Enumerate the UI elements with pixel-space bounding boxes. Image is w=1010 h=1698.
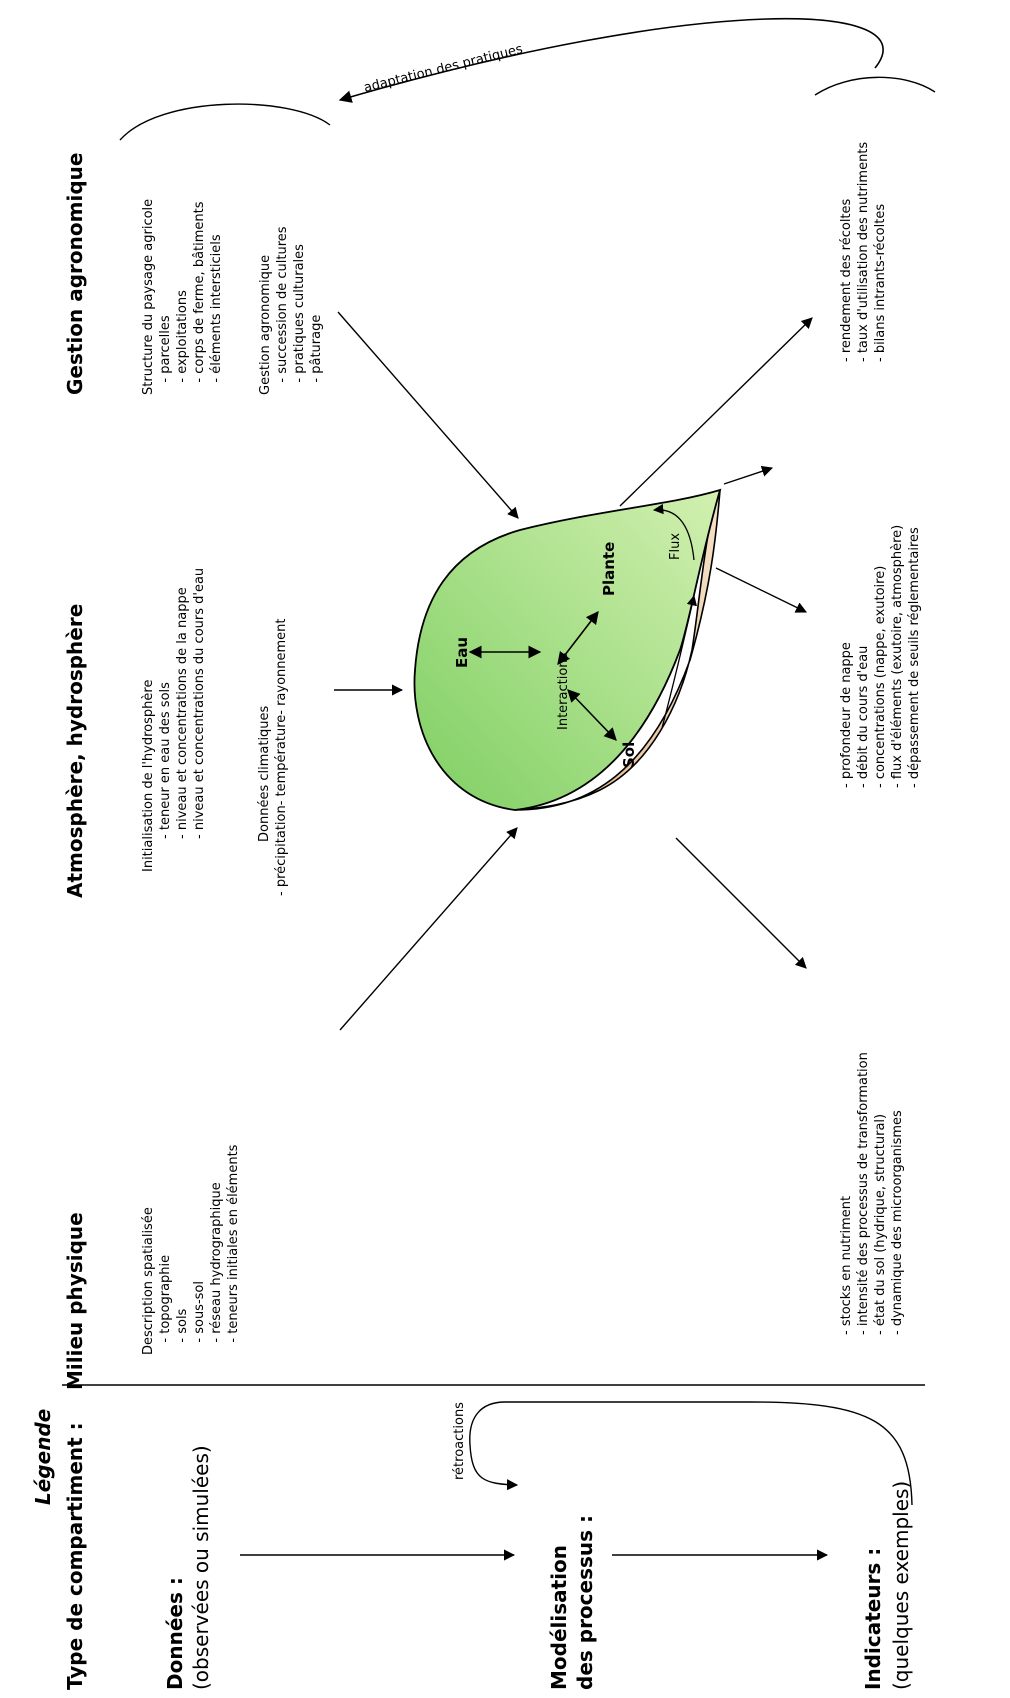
legend-retroactions: rétroactions (452, 1402, 467, 1480)
flux-arrow-return (652, 503, 695, 561)
indicator-line: - rendement des récoltes (839, 198, 854, 362)
arrow-to-plante-indicators (619, 317, 813, 507)
legend-indicateurs: Indicateurs : (861, 1548, 885, 1690)
legend-indicateurs-sub: (quelques exemples) (889, 1481, 913, 1690)
gestion-block: Gestion agronomique Structure du paysage… (63, 153, 324, 395)
milieu-physique-title: Milieu physique (63, 1212, 87, 1390)
climate-title: Données climatiques (257, 705, 272, 842)
gestion-structure-line: - corps de ferme, bâtiments (192, 201, 207, 395)
indicator-line: - bilans intrants-récoltes (873, 204, 888, 362)
adaptation-arrow (338, 17, 884, 103)
label-sol: Sol (620, 742, 638, 768)
indicator-line: - dynamique des microorganismes (890, 1110, 905, 1335)
label-interactions: Interactions (556, 652, 571, 730)
milieu-line: - topographie (158, 1255, 173, 1355)
climate-list: - précipitation- température- rayonnemen… (274, 618, 289, 896)
indicator-line: - flux d'éléments (exutoire, atmosphère) (890, 525, 905, 788)
legend-retroaction-loop (469, 1401, 913, 1506)
label-eau: Eau (453, 637, 471, 668)
indicators-bracket (814, 76, 936, 96)
atmo-line: - niveau et concentrations du cours d'ea… (192, 568, 207, 872)
label-flux: Flux (668, 533, 683, 560)
feedback-loop: adaptation des pratiques (119, 17, 936, 141)
gestion-agro-line: - pratiques culturales (292, 244, 307, 395)
indicators-eau: - profondeur de nappe - débit du cours d… (839, 525, 922, 788)
arrow-to-atmosphere (723, 465, 774, 485)
atmo-line: Initialisation de l'hydrosphère (141, 680, 156, 872)
interaction-sol-arrow (567, 689, 617, 741)
milieu-line: - sols (175, 1308, 190, 1355)
arrow-gestion (337, 311, 519, 519)
atmosphere-block: Atmosphère, hydrosphère Initialisation d… (63, 568, 289, 898)
gestion-structure-line: - parcelles (158, 315, 173, 395)
legend-modelisation-1: Modélisation (547, 1545, 571, 1690)
process-leaf: Eau Plante Sol Interactions Flux (413, 488, 722, 811)
flux-arrow-up (661, 594, 697, 729)
legend-modelisation-2: des processus : (573, 1515, 597, 1690)
label-plante: Plante (600, 542, 618, 596)
indicator-line: - débit du cours d'eau (856, 646, 871, 788)
indicator-line: - intensité des processus de transformat… (856, 1052, 871, 1335)
atmo-line: - teneur en eau des sols (158, 682, 173, 872)
legend-type: Type de compartiment : (63, 1422, 87, 1690)
indicator-line: - profondeur de nappe (839, 642, 854, 788)
legend: Légende Type de compartiment : Données :… (31, 1401, 913, 1690)
milieu-line: - sous-sol (192, 1281, 207, 1355)
gestion-title: Gestion agronomique (63, 153, 87, 395)
arrow-to-eau-indicators (715, 567, 808, 613)
adaptation-label: adaptation des pratiques (362, 42, 524, 96)
interaction-plante-arrow (557, 610, 599, 666)
milieu-physique-block: Milieu physique Description spatialisée … (63, 1144, 241, 1390)
milieu-line: - teneurs initiales en éléments (226, 1144, 241, 1355)
gestion-structure-line: - éléments intersticiels (209, 234, 224, 395)
indicator-line: - taux d'utilisation des nutriments (856, 142, 871, 362)
atmo-line: - niveau et concentrations de la nappe (175, 587, 190, 872)
milieu-physique-list: Description spatialisée - topographie - … (141, 1144, 241, 1355)
indicators-plante: - rendement des récoltes - taux d'utilis… (839, 142, 888, 362)
gestion-structure-line: Structure du paysage agricole (141, 199, 156, 395)
gestion-agro-line: Gestion agronomique (258, 255, 273, 395)
arrow-milieu (339, 827, 518, 1031)
gestion-agro-line: - pâturage (309, 315, 324, 395)
indicator-line: - concentrations (nappe, exutoire) (873, 566, 888, 788)
legend-donnees: Données : (163, 1577, 187, 1690)
indicators-sol: - stocks en nutriment - intensité des pr… (839, 1052, 905, 1335)
gestion-agro-line: - succession de cultures (275, 226, 290, 395)
input-arrows (334, 311, 519, 1031)
indicator-line: - stocks en nutriment (839, 1196, 854, 1335)
arrow-to-sol-indicators (675, 837, 807, 969)
milieu-line: Description spatialisée (141, 1207, 156, 1355)
atmosphere-title: Atmosphère, hydrosphère (63, 604, 87, 898)
milieu-line: - réseau hydrographique (209, 1182, 224, 1355)
indicator-line: - état du sol (hydrique, structural) (873, 1114, 888, 1335)
gestion-structure-line: - exploitations (175, 290, 190, 395)
legend-title: Légende (31, 1409, 55, 1505)
output-arrows (619, 317, 813, 969)
gestion-bracket (119, 103, 331, 141)
legend-donnees-sub: (observées ou simulées) (189, 1445, 213, 1690)
indicator-line: - dépassement de seuils réglementaires (907, 527, 922, 788)
